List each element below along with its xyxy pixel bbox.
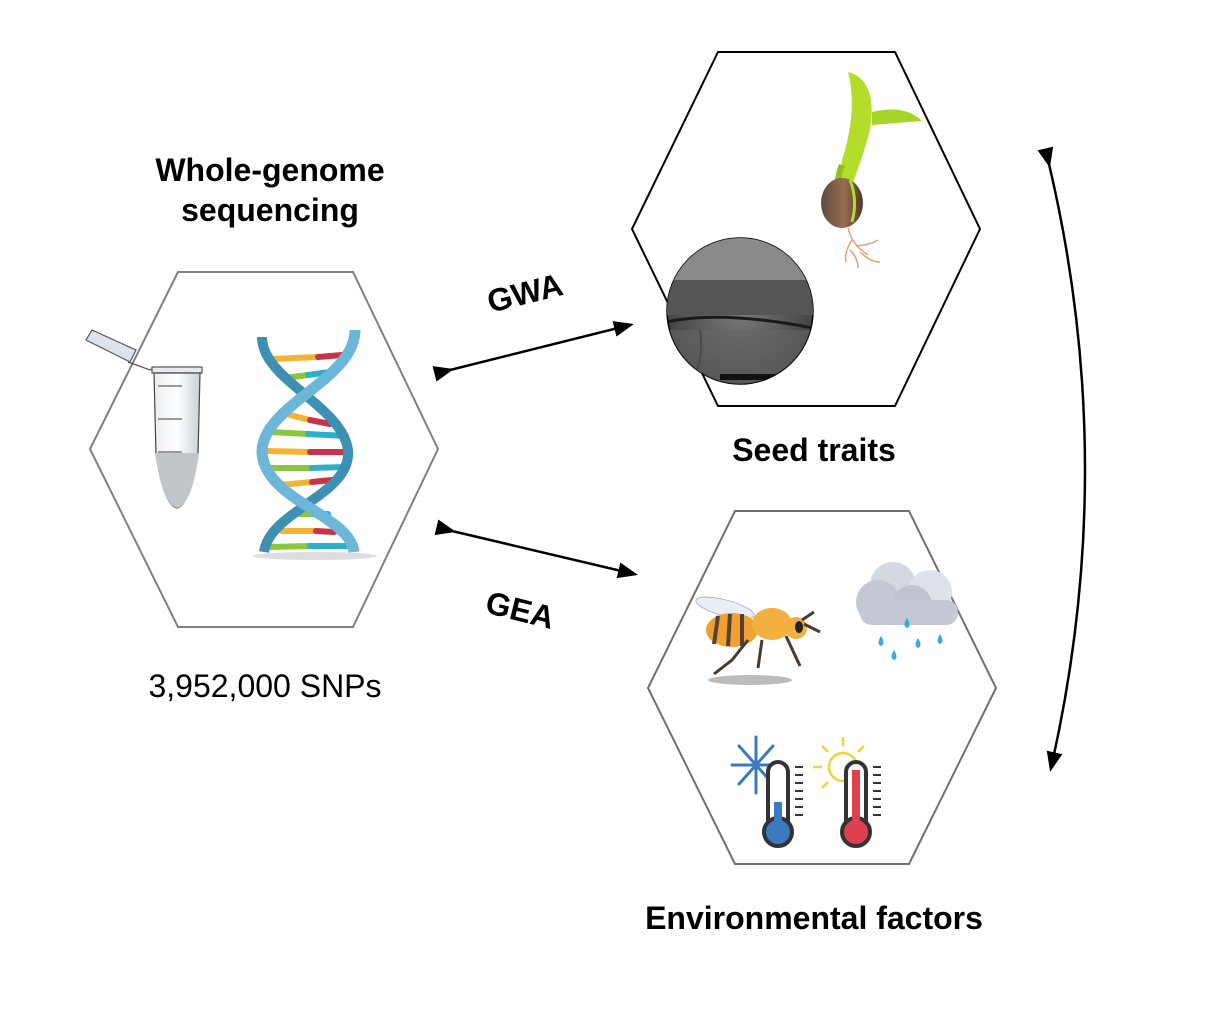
seed-coat-micrograph bbox=[666, 237, 814, 385]
bee-icon bbox=[695, 596, 821, 685]
environment-node bbox=[646, 510, 998, 865]
snp-count-caption: 3,952,000 SNPs bbox=[148, 668, 382, 704]
seed-node bbox=[630, 51, 982, 407]
environment-hexagon bbox=[646, 510, 998, 865]
hot-thermometer-icon bbox=[813, 737, 881, 848]
gea-arrow bbox=[434, 519, 638, 579]
dna-double-helix-icon bbox=[253, 329, 377, 560]
gwa-arrow bbox=[432, 321, 634, 382]
genome-title: Whole-genome sequencing bbox=[110, 150, 430, 230]
seed-environment-arrow bbox=[1037, 146, 1087, 772]
rain-cloud-icon bbox=[856, 562, 958, 660]
genome-title-line1: Whole-genome bbox=[155, 152, 385, 188]
cold-thermometer-icon bbox=[730, 735, 803, 848]
genome-title-line2: sequencing bbox=[181, 192, 359, 228]
sprouting-seed-icon bbox=[821, 72, 922, 269]
seed-traits-title: Seed traits bbox=[732, 432, 896, 468]
environmental-factors-title: Environmental factors bbox=[645, 900, 983, 936]
microcentrifuge-tube-icon bbox=[85, 329, 203, 509]
genome-node bbox=[85, 271, 440, 628]
